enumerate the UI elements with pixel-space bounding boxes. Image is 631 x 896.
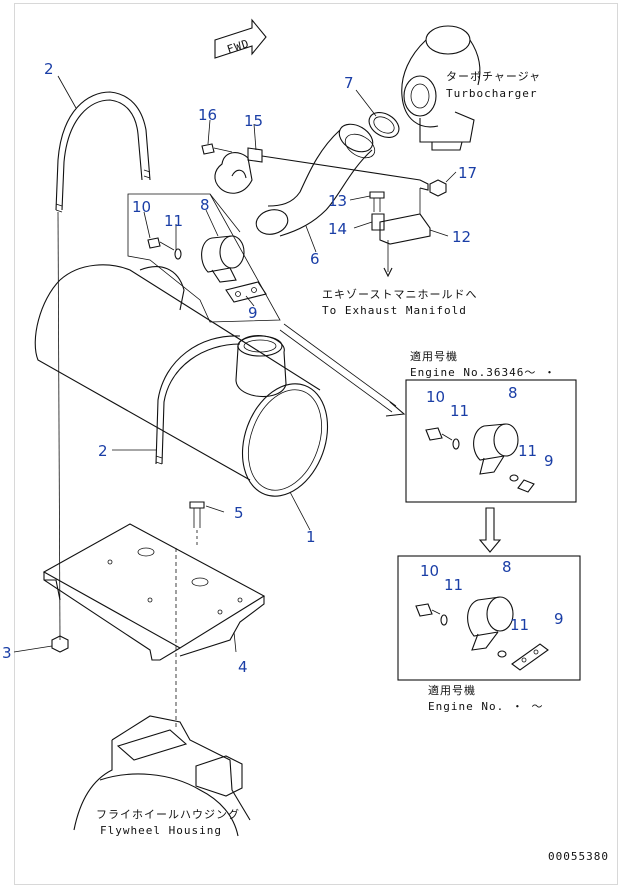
callout-11-box1-b: 11: [518, 442, 537, 460]
bolt-10-top: [147, 237, 182, 260]
callout-7: 7: [344, 74, 354, 92]
turbocharger-label-en: Turbocharger: [446, 87, 537, 100]
callout-6: 6: [310, 250, 320, 268]
bolt-5: [189, 501, 205, 545]
down-arrow: [478, 507, 502, 553]
callout-8-top: 8: [200, 196, 210, 214]
variant-2-label-en: Engine No. ・ ～: [428, 700, 543, 713]
callout-9-box2: 9: [554, 610, 564, 628]
callout-8-box2: 8: [502, 558, 512, 576]
exhaust-label-en: To Exhaust Manifold: [322, 304, 467, 317]
fwd-label: FWD: [225, 37, 251, 56]
clamp-8-top: [201, 235, 245, 283]
mounting-bracket: [42, 523, 266, 730]
flywheel-housing: フライホイールハウジング Flywheel Housing: [73, 715, 251, 837]
callout-10-box2: 10: [420, 562, 439, 580]
variant-2-label-jp: 適用号機: [428, 683, 476, 697]
callout-12: 12: [452, 228, 471, 246]
muffler: [34, 264, 329, 497]
callout-16: 16: [198, 106, 217, 124]
flywheel-label-jp: フライホイールハウジング: [96, 807, 240, 821]
fwd-arrow: FWD: [214, 18, 267, 59]
nut-17: [429, 179, 447, 197]
u-bolt-top: [55, 91, 151, 213]
callout-11-box2-a: 11: [444, 576, 463, 594]
flywheel-label-en: Flywheel Housing: [100, 824, 222, 837]
turbocharger: ターボチャージャ Turbocharger: [401, 25, 541, 151]
nut-3: [51, 635, 69, 653]
callout-13: 13: [328, 192, 347, 210]
callout-10-top: 10: [132, 198, 151, 216]
callout-15: 15: [244, 112, 263, 130]
exhaust-tube: [255, 123, 376, 237]
callout-17: 17: [458, 164, 477, 182]
callout-4: 4: [238, 658, 248, 676]
callout-10-box1: 10: [426, 388, 445, 406]
variant-1-label-jp: 適用号機: [410, 349, 458, 363]
reference-arrow: [279, 323, 406, 417]
turbocharger-label-jp: ターボチャージャ: [446, 70, 541, 83]
callout-2-lower: 2: [98, 442, 108, 460]
leader-lines: [13, 75, 457, 653]
callout-2-top: 2: [44, 60, 54, 78]
variant-1-label-en: Engine No.36346～ ・: [410, 366, 556, 379]
callout-14: 14: [328, 220, 347, 238]
variant-box-1: 適用号機 Engine No.36346～ ・: [405, 349, 577, 503]
drawing-number: 00055380: [548, 850, 609, 863]
callout-3: 3: [2, 644, 12, 662]
callout-9-top: 9: [248, 304, 258, 322]
gasket: [368, 112, 400, 138]
variant-box-2: 適用号機 Engine No. ・ ～: [397, 555, 581, 713]
bolt-16: [201, 143, 233, 155]
u-bolt-lower: [155, 335, 241, 465]
callout-5: 5: [234, 504, 244, 522]
plate-9-top: [225, 281, 267, 303]
callout-9-box1: 9: [544, 452, 554, 470]
stud-line: [57, 211, 61, 641]
bolt-13: [369, 191, 393, 278]
callout-11-box1-a: 11: [450, 402, 469, 420]
brackets: [214, 147, 431, 245]
callout-11-top: 11: [164, 212, 183, 230]
exhaust-label-jp: エキゾーストマニホールドへ: [322, 288, 477, 301]
callout-8-box1: 8: [508, 384, 518, 402]
callout-11-box2-b: 11: [510, 616, 529, 634]
clamp-group-outline: [127, 193, 281, 323]
callout-1: 1: [306, 528, 316, 546]
